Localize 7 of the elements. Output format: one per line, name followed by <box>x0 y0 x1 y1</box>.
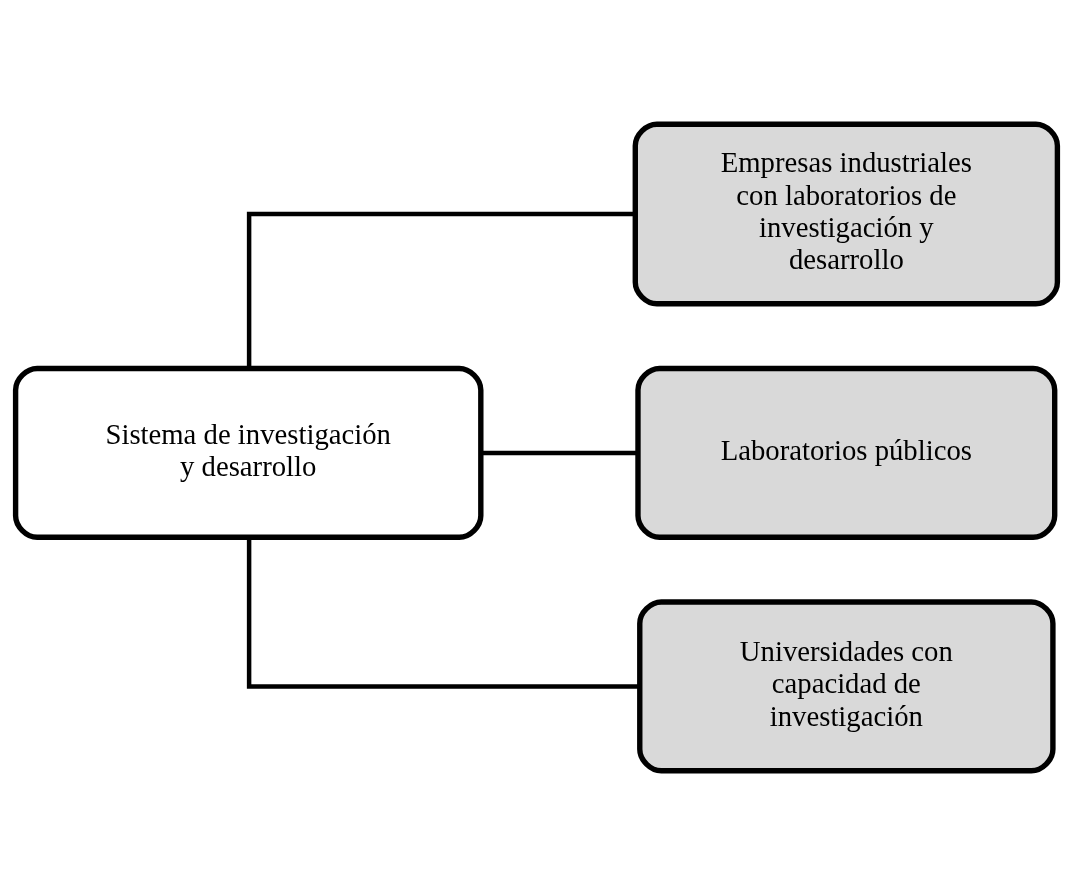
connector <box>481 450 638 455</box>
node-box: Sistema de investigación y desarrollo <box>12 365 484 540</box>
node-box: Universidades con capacidad de investigación <box>637 598 1056 773</box>
node-box: Empresas industriales con laboratorios de investigación y desarrollo <box>632 121 1061 306</box>
connector <box>246 537 640 689</box>
node-box: Laboratorios públicos <box>635 365 1058 540</box>
connector <box>246 211 635 368</box>
